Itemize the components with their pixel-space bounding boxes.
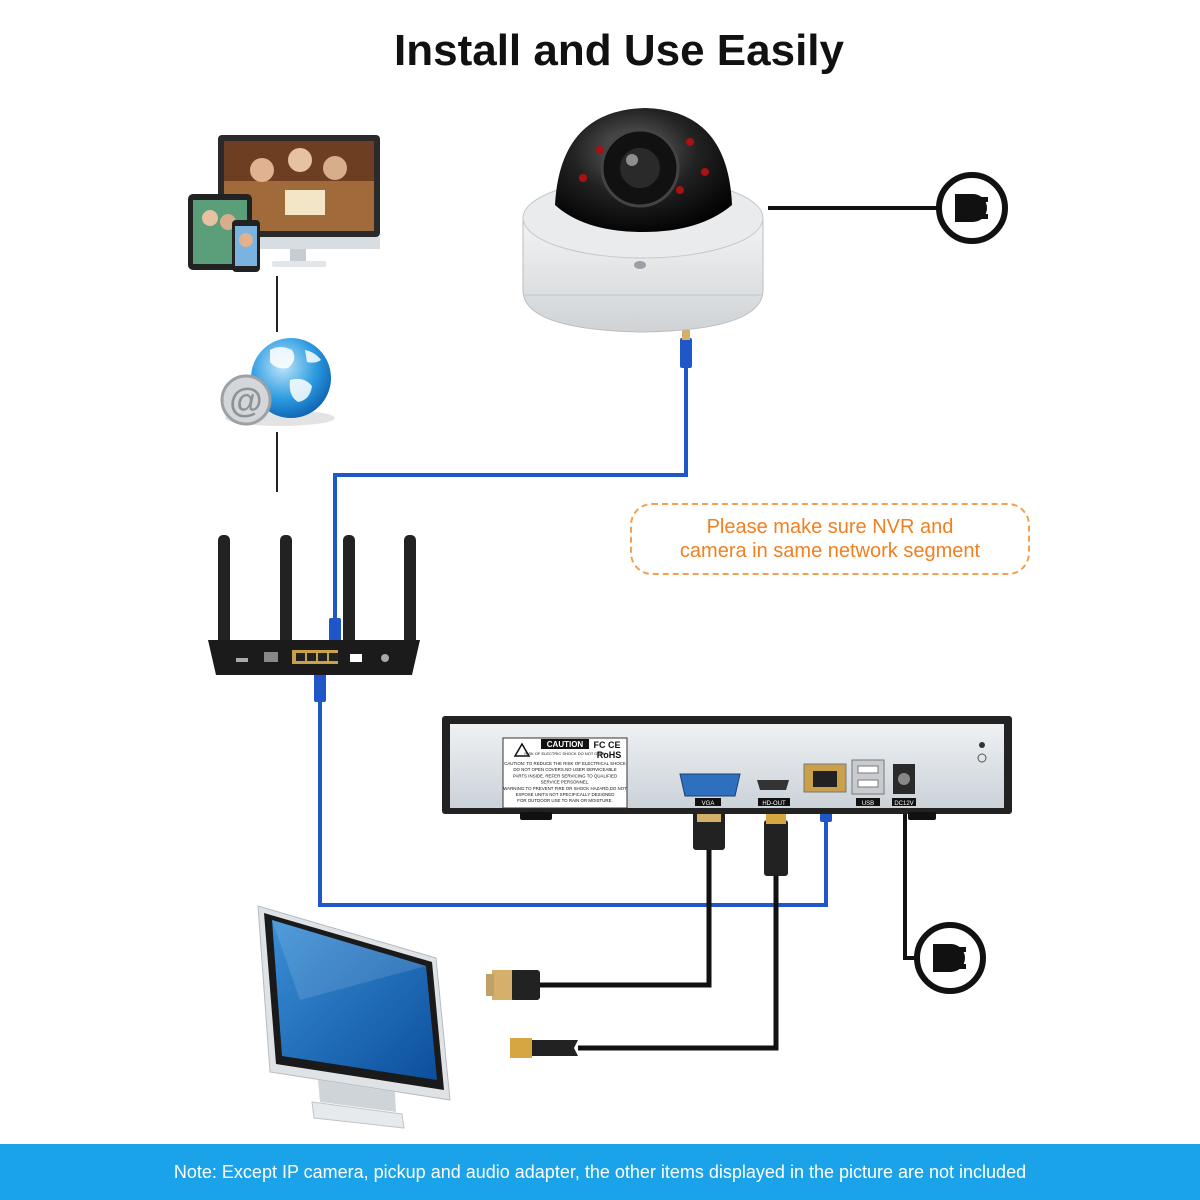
power-port-label: DC12V (894, 801, 913, 807)
page-title: Install and Use Easily (394, 26, 844, 75)
nvr-power-cable (903, 808, 986, 994)
caution-text-line: DO NOT OPEN COVERS.NO USER SERVICEABLE (513, 767, 616, 772)
remote-viewing-devices (188, 135, 380, 272)
caution-text-line: PARTS INSIDE. REFER SERVICING TO QUALIFI… (513, 773, 617, 778)
camera-power-cable (768, 172, 1008, 244)
display-monitor (257, 905, 451, 1129)
rohs-mark: RoHS (597, 750, 622, 760)
power-port: DC12V (892, 764, 916, 807)
network-cable-camera (329, 330, 692, 644)
caution-text-lines: CAUTION: TO REDUCE THE RISK OF ELECTRICA… (503, 761, 627, 803)
dome-camera (522, 108, 764, 333)
hdmi-port: HD-OUT (757, 780, 790, 807)
nvr-recorder: CAUTION RISK OF ELECTRIC SHOCK DO NOT OP… (442, 716, 1012, 820)
note-line-2: camera in same network segment (679, 540, 981, 562)
svg-text:@: @ (229, 382, 262, 420)
vga-cable (486, 808, 725, 1000)
caution-text-line: SERVICE PERSONNEL. (541, 780, 590, 785)
caution-text-line: CAUTION: TO REDUCE THE RISK OF ELECTRICA… (504, 761, 626, 766)
usb-port-label: USB (862, 801, 874, 807)
internet-globe-icon: @ (220, 338, 335, 426)
network-segment-note: Please make sure NVR and camera in same … (630, 503, 1030, 575)
caution-text-line: WARNING:TO PREVENT FIRE OR SHOCK HAZARD,… (503, 786, 627, 791)
wifi-router (208, 535, 420, 675)
ethernet-port (803, 763, 847, 793)
usb-ports: USB (851, 759, 885, 807)
caution-label: CAUTION RISK OF ELECTRIC SHOCK DO NOT OP… (502, 737, 628, 809)
cert-marks: FC CE (594, 740, 621, 750)
vga-port: VGA (679, 773, 741, 807)
hdmi-port-label: HD-OUT (762, 801, 786, 807)
footer-note: Note: Except IP camera, pickup and audio… (0, 1144, 1200, 1200)
caution-text-line: EXPOSE UNITS NOT SPECIFICALLY DESIGNED (516, 792, 615, 797)
caution-text-line: FOR OUTDOOR USE TO RAIN OR MOISTURE. (517, 798, 612, 803)
hdmi-cable (510, 812, 788, 1058)
vga-port-label: VGA (702, 801, 715, 807)
caution-title: CAUTION (547, 740, 584, 749)
caution-subtitle: RISK OF ELECTRIC SHOCK DO NOT OPEN (524, 751, 605, 756)
note-line-1: Please make sure NVR and (706, 516, 954, 538)
